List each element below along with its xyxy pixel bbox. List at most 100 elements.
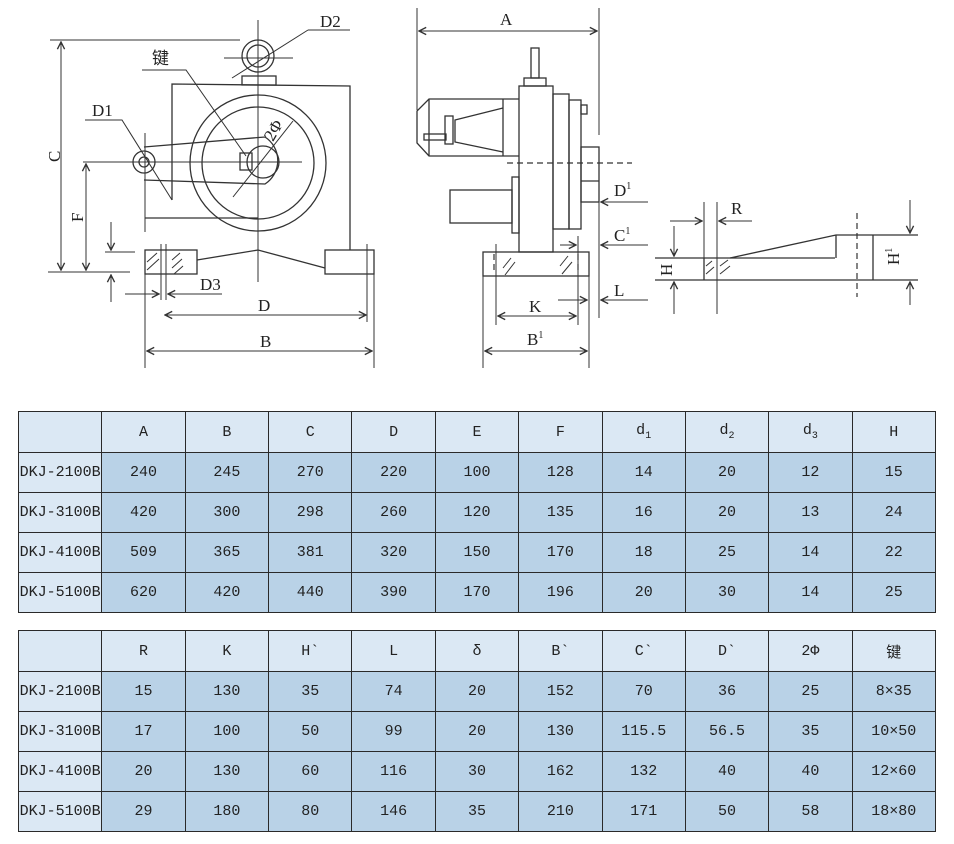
- label-d2: D2: [320, 12, 341, 31]
- header-cell: E: [434, 411, 520, 453]
- label-key: 键: [152, 49, 169, 68]
- foot-hatching: [146, 252, 184, 275]
- motor-shaft: [423, 133, 447, 141]
- header-cell: K: [184, 630, 270, 672]
- motor-cone: [454, 107, 504, 153]
- label-h1: H1: [884, 248, 903, 265]
- value-cell: 13: [768, 492, 853, 533]
- label-2phi: 2Φ: [260, 117, 287, 145]
- value-cell: 116: [351, 751, 436, 792]
- value-cell: 132: [601, 751, 686, 792]
- value-cell: 25: [684, 532, 770, 573]
- label-k: K: [529, 297, 542, 316]
- label-d1prime: D1: [614, 181, 631, 200]
- table-header-row: A B C D E F d1 d2 d3 H: [17, 411, 937, 453]
- base-detail: R H H1: [655, 199, 918, 314]
- value-cell: 15: [101, 671, 186, 712]
- model-cell: DKJ-2100B: [17, 452, 103, 493]
- right-foot: [324, 249, 375, 275]
- label-d3: D3: [200, 275, 221, 294]
- lower-motor: [449, 189, 513, 224]
- model-cell: DKJ-2100B: [17, 671, 103, 712]
- side-base-hatching: [502, 255, 573, 276]
- value-cell: 20: [684, 452, 770, 493]
- header-cell: A: [101, 411, 186, 453]
- value-cell: 260: [351, 492, 436, 533]
- detail-hatching: [705, 259, 731, 275]
- crank-arm: [143, 136, 279, 185]
- value-cell: 22: [851, 532, 937, 573]
- plate-1: [552, 93, 570, 230]
- value-cell: 20: [101, 751, 186, 792]
- value-cell: 99: [351, 711, 436, 752]
- value-cell: 298: [268, 492, 353, 533]
- value-cell: 146: [351, 791, 436, 832]
- value-cell: 196: [518, 572, 603, 613]
- value-cell: 50: [684, 791, 770, 832]
- value-cell: 50: [268, 711, 353, 752]
- label-d1: D1: [92, 101, 113, 120]
- dimension-drawing: 2Φ D2 键 D1 C F: [45, 8, 918, 368]
- value-cell: 14: [601, 452, 686, 493]
- output-shaft: [580, 146, 600, 203]
- value-cell: 115.5: [601, 711, 686, 752]
- header-cell: L: [351, 630, 436, 672]
- value-cell: 440: [268, 572, 353, 613]
- small-bolt: [580, 104, 588, 115]
- header-cell: d3: [768, 411, 853, 453]
- value-cell: 171: [601, 791, 686, 832]
- header-cell: R: [101, 630, 186, 672]
- value-cell: 509: [101, 532, 186, 573]
- value-cell: 14: [768, 532, 853, 573]
- value-cell: 220: [351, 452, 436, 493]
- d1-leader: [85, 119, 173, 201]
- motor-body: [416, 98, 519, 157]
- label-c: C: [45, 151, 64, 162]
- header-cell: 2Φ: [768, 630, 853, 672]
- value-cell: 20: [684, 492, 770, 533]
- label-f: F: [68, 213, 87, 222]
- value-cell: 120: [434, 492, 520, 533]
- value-cell: 240: [101, 452, 186, 493]
- value-cell: 100: [434, 452, 520, 493]
- value-cell: 130: [184, 751, 270, 792]
- header-cell: d1: [601, 411, 686, 453]
- motor-flange: [444, 115, 454, 145]
- header-cell: D: [351, 411, 436, 453]
- top-shaft: [530, 47, 540, 79]
- value-cell: 320: [351, 532, 436, 573]
- value-cell: 128: [518, 452, 603, 493]
- header-cell: H`: [268, 630, 353, 672]
- model-cell: DKJ-5100B: [17, 572, 103, 613]
- label-c1prime: C1: [614, 226, 630, 245]
- value-cell: 56.5: [684, 711, 770, 752]
- value-cell: 170: [434, 572, 520, 613]
- value-cell: 16: [601, 492, 686, 533]
- value-cell: 17: [101, 711, 186, 752]
- base-ridge: [196, 249, 326, 269]
- value-cell: 381: [268, 532, 353, 573]
- value-cell: 620: [101, 572, 186, 613]
- side-view: A D1 C1: [416, 8, 648, 368]
- value-cell: 135: [518, 492, 603, 533]
- d2-leader: [231, 29, 309, 79]
- plate-2: [568, 99, 582, 230]
- lower-flange: [511, 176, 520, 234]
- header-cell: B: [184, 411, 270, 453]
- value-cell: 170: [518, 532, 603, 573]
- label-b: B: [260, 332, 271, 351]
- value-cell: 30: [684, 572, 770, 613]
- gearbox-body: [518, 85, 554, 253]
- value-cell: 35: [434, 791, 520, 832]
- side-base: [482, 251, 590, 277]
- value-cell: 162: [518, 751, 603, 792]
- model-cell: DKJ-5100B: [17, 791, 103, 832]
- value-cell: 270: [268, 452, 353, 493]
- value-cell: 130: [518, 711, 603, 752]
